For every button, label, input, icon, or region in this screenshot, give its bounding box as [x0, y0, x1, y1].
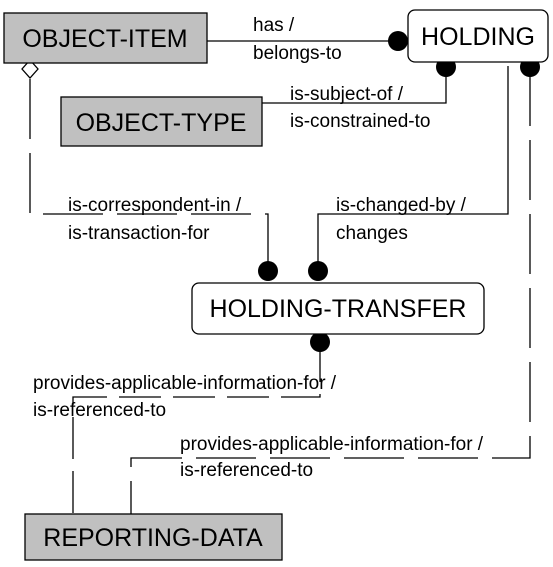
rel-correspondent-dot — [258, 261, 278, 281]
rel-changed-label-1: is-changed-by / — [336, 195, 467, 216]
entity-object-type: OBJECT-TYPE — [60, 96, 263, 147]
rel-has-label-1: has / — [253, 15, 295, 36]
rel-provides-holding-line — [130, 66, 531, 514]
entity-reporting-data: REPORTING-DATA — [24, 513, 283, 561]
rel-provides-holding-label-2: is-referenced-to — [180, 460, 313, 481]
entity-object-type-label: OBJECT-TYPE — [76, 109, 247, 137]
entity-holding-label: HOLDING — [421, 23, 535, 51]
rel-provides-transfer-label-1: provides-applicable-information-for / — [33, 373, 337, 394]
rel-provides-holding-label-1: provides-applicable-information-for / — [180, 434, 484, 455]
rel-correspondent-label-1: is-correspondent-in / — [68, 195, 242, 216]
rel-correspondent-diamond — [21, 59, 39, 79]
entity-holding-transfer: HOLDING-TRANSFER — [191, 282, 485, 335]
rel-subject-label-1: is-subject-of / — [290, 84, 404, 105]
rel-provides-transfer-line — [72, 340, 321, 514]
rel-has-label-2: belongs-to — [253, 43, 342, 64]
entity-object-item: OBJECT-ITEM — [3, 12, 208, 64]
rel-subject-line — [262, 67, 447, 104]
rel-provides-transfer-dot — [310, 332, 330, 352]
entity-reporting-data-label: REPORTING-DATA — [43, 524, 263, 552]
rel-changed-line — [317, 66, 509, 270]
rel-correspondent-label-2: is-transaction-for — [68, 223, 210, 244]
rel-has-dot — [388, 31, 408, 51]
entity-holding-transfer-label: HOLDING-TRANSFER — [210, 295, 467, 323]
rel-subject-label-2: is-constrained-to — [290, 111, 430, 132]
rel-changed-label-2: changes — [336, 223, 408, 244]
rel-correspondent-line — [29, 79, 269, 270]
rel-provides-transfer-label-2: is-referenced-to — [33, 400, 166, 421]
entity-holding: HOLDING — [407, 9, 549, 63]
rel-changed-dot — [308, 261, 328, 281]
entity-object-item-label: OBJECT-ITEM — [22, 25, 187, 53]
